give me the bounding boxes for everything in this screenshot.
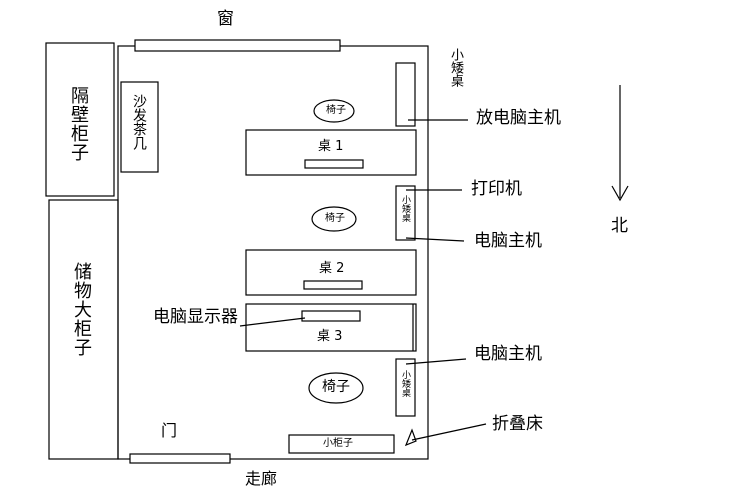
pointer-host-mid (405, 237, 465, 242)
stool-top (395, 62, 416, 127)
north-label: 北 (611, 216, 628, 236)
stool-bottom-label: 小矮桌 (400, 370, 410, 397)
room-outline (117, 45, 429, 460)
desk-3 (245, 303, 417, 352)
partition-cabinet (45, 42, 115, 197)
pointer-monitor (239, 317, 306, 327)
chair-3 (308, 372, 364, 404)
stool-bottom (395, 358, 416, 417)
chair-2 (311, 206, 357, 232)
north-arrow-head (611, 185, 629, 202)
desk-3-monitor (301, 310, 361, 322)
desk-2-monitor (303, 280, 363, 290)
small-cabinet (288, 434, 395, 454)
chair-2-label: 椅子 (325, 213, 345, 224)
desk-1-monitor (304, 159, 364, 169)
desk-3-label: 桌 3 (317, 329, 343, 344)
storage-cabinet-label: 储物大柜子 (71, 262, 92, 357)
host-bottom-label: 电脑主机 (474, 344, 542, 364)
chair-3-label: 椅子 (322, 379, 350, 395)
stool-mid-label: 小矮桌 (400, 195, 410, 222)
pointer-folding-bed (411, 423, 487, 441)
door-bar (129, 453, 231, 464)
folding-bed (404, 428, 417, 447)
chair-1 (313, 99, 355, 123)
host-place-label: 放电脑主机 (476, 108, 561, 128)
stool-top-label: 小矮桌 (448, 48, 463, 87)
small-cabinet-label: 小柜子 (323, 438, 353, 449)
sofa-table-label: 沙发茶几 (131, 94, 147, 150)
desk-2-label: 桌 2 (319, 261, 345, 276)
chair-1-label: 椅子 (326, 105, 346, 116)
folding-bed-label: 折叠床 (492, 414, 543, 434)
sofa-table (120, 81, 159, 173)
window-bar (134, 39, 341, 52)
partition-cabinet-label: 隔壁柜子 (68, 86, 89, 162)
desk-2 (245, 249, 417, 296)
storage-cabinet (48, 199, 119, 460)
host-mid-label: 电脑主机 (474, 231, 542, 251)
corridor-label: 走廊 (245, 469, 278, 488)
monitor-label: 电脑显示器 (153, 307, 238, 327)
door-label: 门 (161, 421, 178, 440)
pointer-host-bottom (405, 358, 467, 365)
stool-mid (395, 185, 416, 241)
window-label: 窗 (217, 9, 234, 29)
desk-1 (245, 129, 417, 176)
desk-1-label: 桌 1 (318, 139, 344, 154)
printer-label: 打印机 (471, 179, 522, 199)
